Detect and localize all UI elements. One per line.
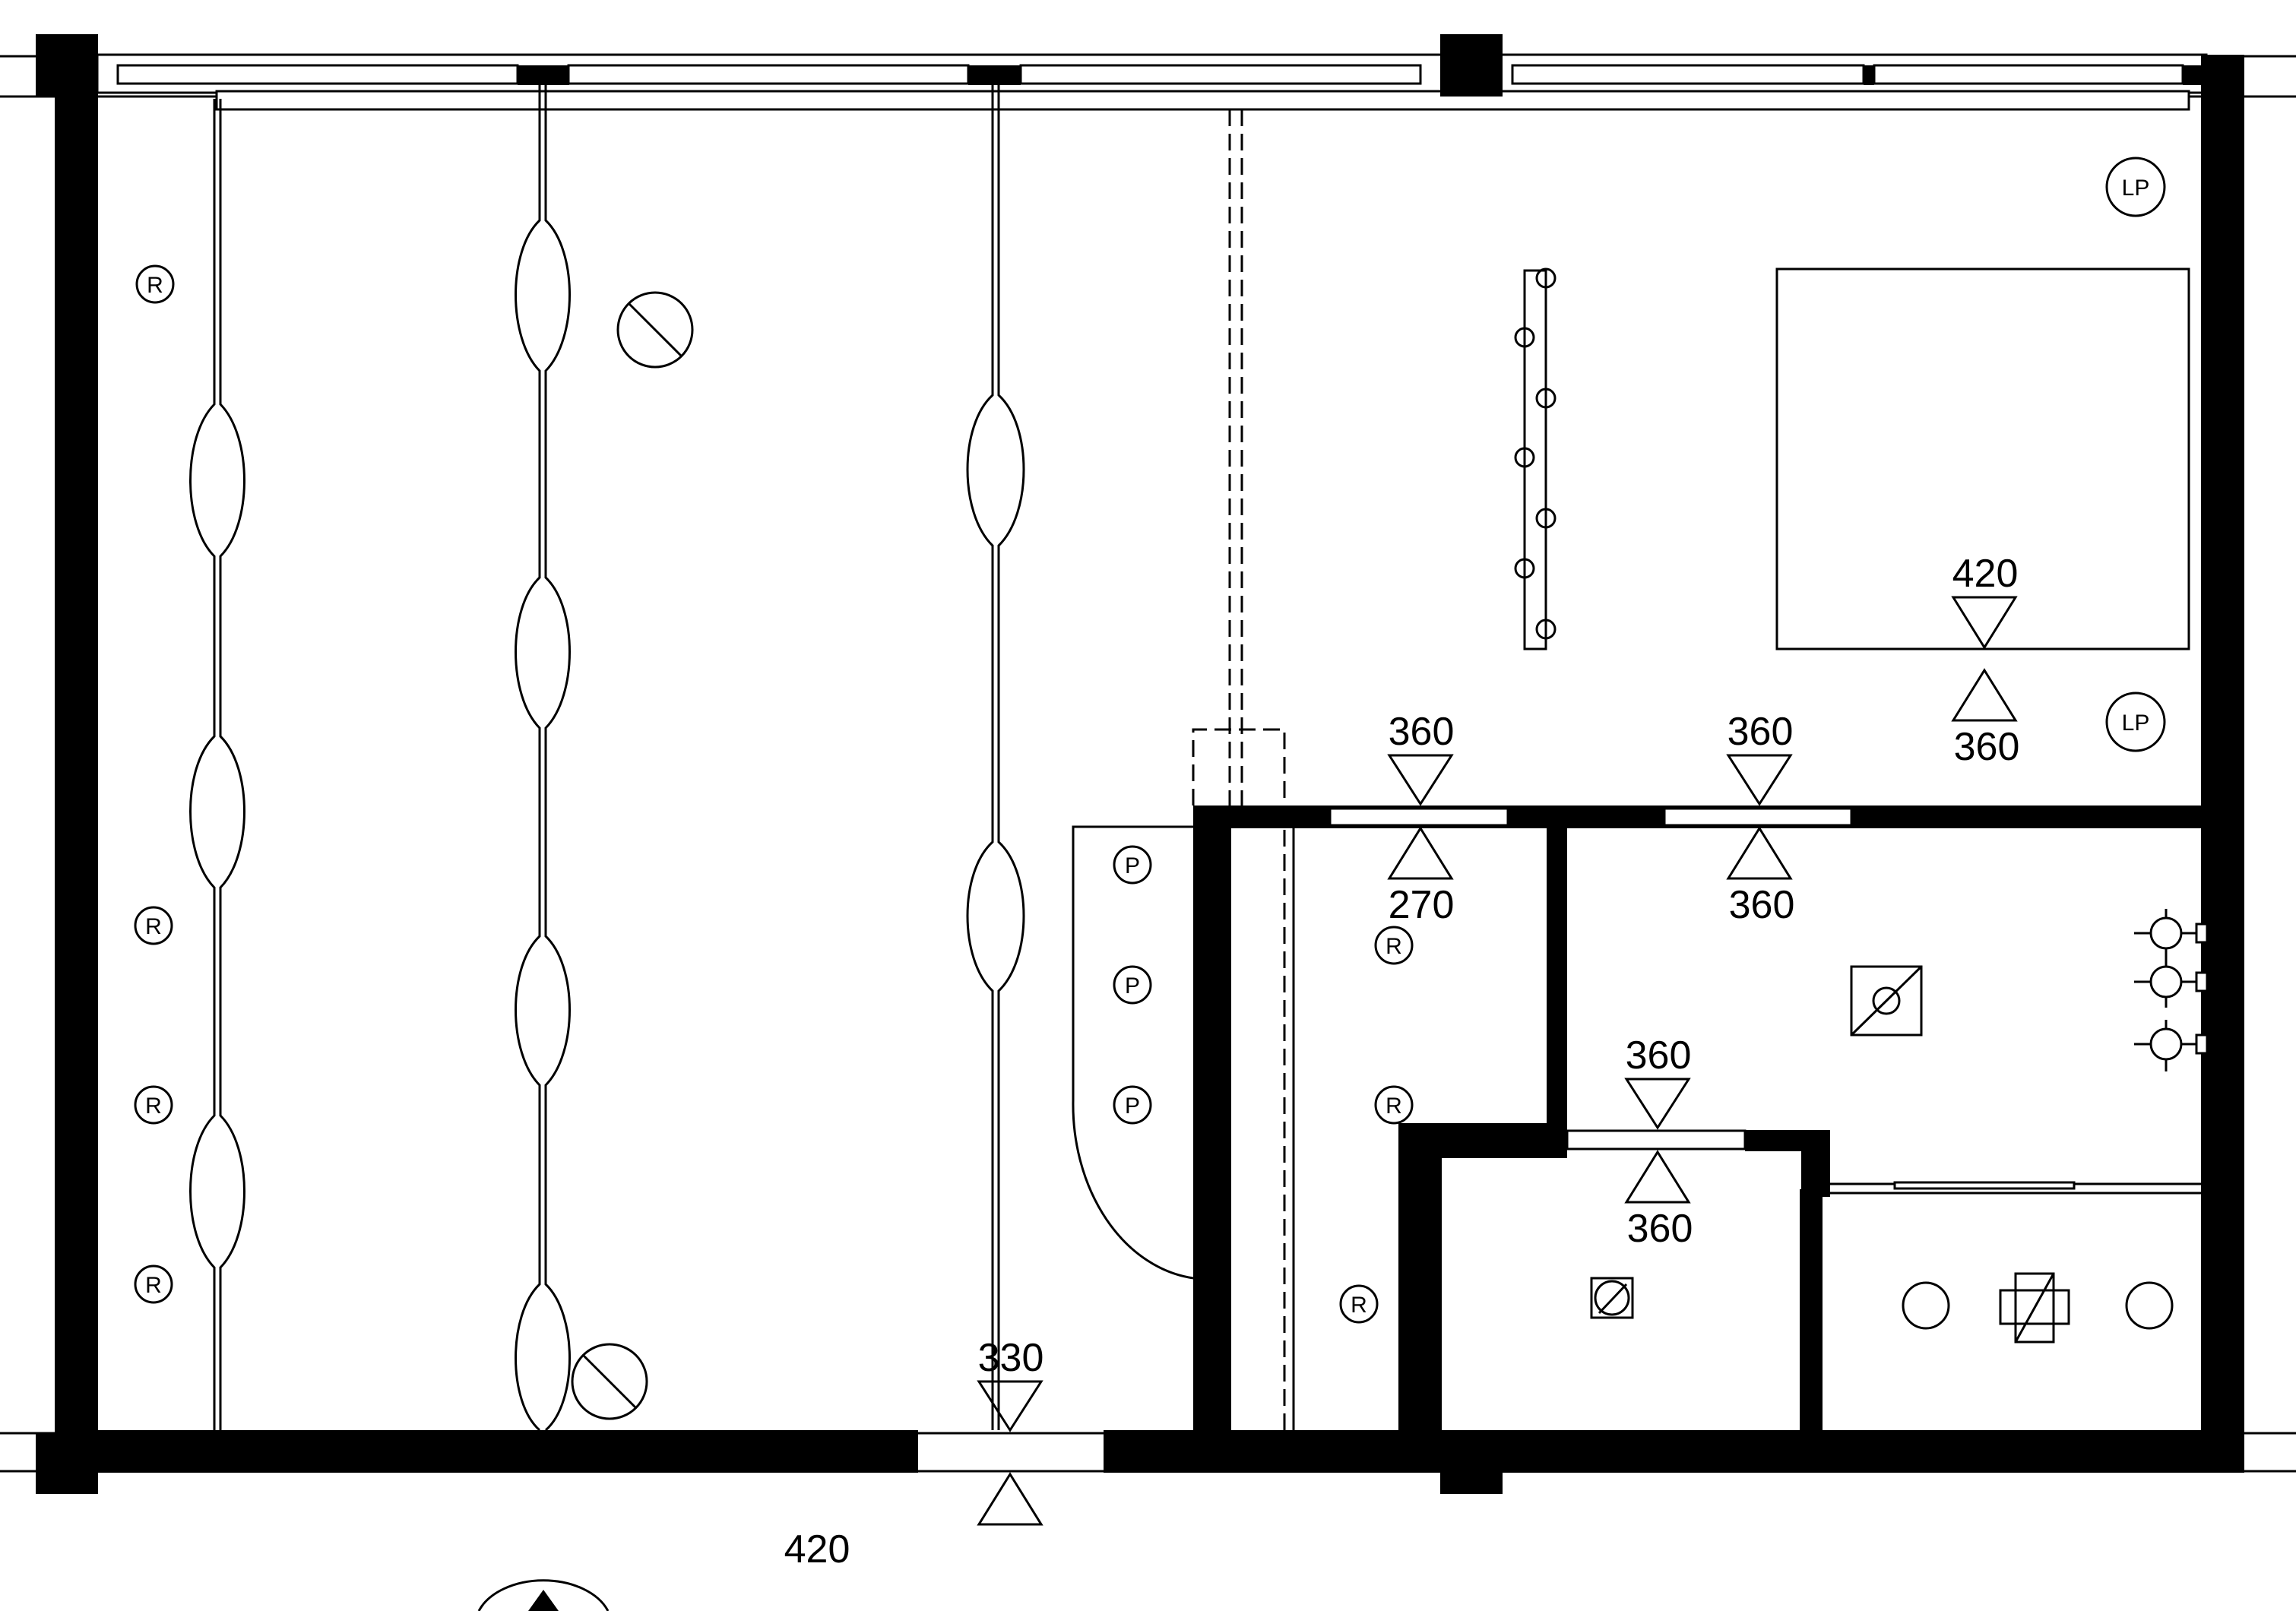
symbol-p: P — [1113, 845, 1152, 885]
kitchen-fixtures — [1902, 1272, 2174, 1344]
svg-text:360: 360 — [1954, 725, 2020, 769]
svg-text:R: R — [145, 1094, 162, 1119]
sprinkler-heads — [571, 291, 694, 1420]
svg-text:R: R — [1351, 1293, 1367, 1318]
level-marker-door-b: 360 360 — [1726, 710, 1795, 927]
svg-text:R: R — [147, 273, 163, 298]
level-marker-door-c: 360 360 — [1624, 1033, 1693, 1251]
svg-text:P: P — [1125, 853, 1140, 878]
bath-fixture — [1590, 1277, 1634, 1319]
svg-text:360: 360 — [1389, 710, 1455, 754]
door-openings — [918, 807, 1853, 1473]
svg-text:270: 270 — [1389, 883, 1455, 927]
svg-text:420: 420 — [1952, 552, 2019, 596]
symbol-r: R — [1339, 1284, 1379, 1324]
door-swing — [1072, 825, 1194, 1280]
symbol-r: R — [134, 1085, 173, 1125]
symbol-p: P — [1113, 965, 1152, 1005]
level-marker-bed: 420 360 — [1951, 552, 2020, 769]
level-marker-entry: 330 420 — [784, 1336, 1044, 1571]
svg-text:360: 360 — [1626, 1033, 1692, 1078]
north-arrow-icon — [477, 1579, 610, 1611]
symbol-p: P — [1113, 1085, 1152, 1125]
svg-text:360: 360 — [1729, 883, 1795, 927]
symbol-r: R — [135, 264, 175, 304]
curtain-track-3 — [966, 85, 1025, 1430]
svg-text:R: R — [1386, 1094, 1402, 1119]
level-marker-door-a: 360 270 — [1387, 710, 1455, 927]
counter-divider — [1823, 1181, 2201, 1195]
bed-outline — [1775, 267, 2190, 650]
ceiling-fixture — [1850, 965, 1923, 1037]
symbol-r: R — [134, 906, 173, 945]
svg-text:330: 330 — [978, 1336, 1044, 1380]
symbol-r: R — [134, 1264, 173, 1304]
wall-outlets — [2134, 909, 2209, 1071]
symbol-lp: LP — [2105, 157, 2166, 217]
sprinkler-icon — [616, 291, 694, 369]
curtain-track-1 — [189, 99, 245, 1430]
symbol-r: R — [1374, 1085, 1414, 1125]
svg-text:R: R — [145, 1273, 162, 1298]
svg-text:420: 420 — [784, 1527, 850, 1571]
curtain-track-2 — [515, 85, 571, 1432]
symbol-r: R — [1374, 926, 1414, 965]
svg-text:R: R — [145, 914, 162, 939]
svg-text:R: R — [1386, 934, 1402, 959]
svg-text:LP: LP — [2122, 711, 2150, 736]
svg-text:LP: LP — [2122, 176, 2150, 201]
sprinkler-icon — [571, 1343, 648, 1420]
spot-light-track — [1514, 267, 1557, 650]
svg-text:360: 360 — [1728, 710, 1794, 754]
svg-text:P: P — [1125, 973, 1140, 999]
symbol-lp: LP — [2105, 692, 2166, 752]
top-window-band — [96, 53, 2208, 111]
svg-text:360: 360 — [1627, 1207, 1693, 1251]
svg-text:P: P — [1125, 1094, 1140, 1119]
walls — [36, 34, 2244, 1494]
